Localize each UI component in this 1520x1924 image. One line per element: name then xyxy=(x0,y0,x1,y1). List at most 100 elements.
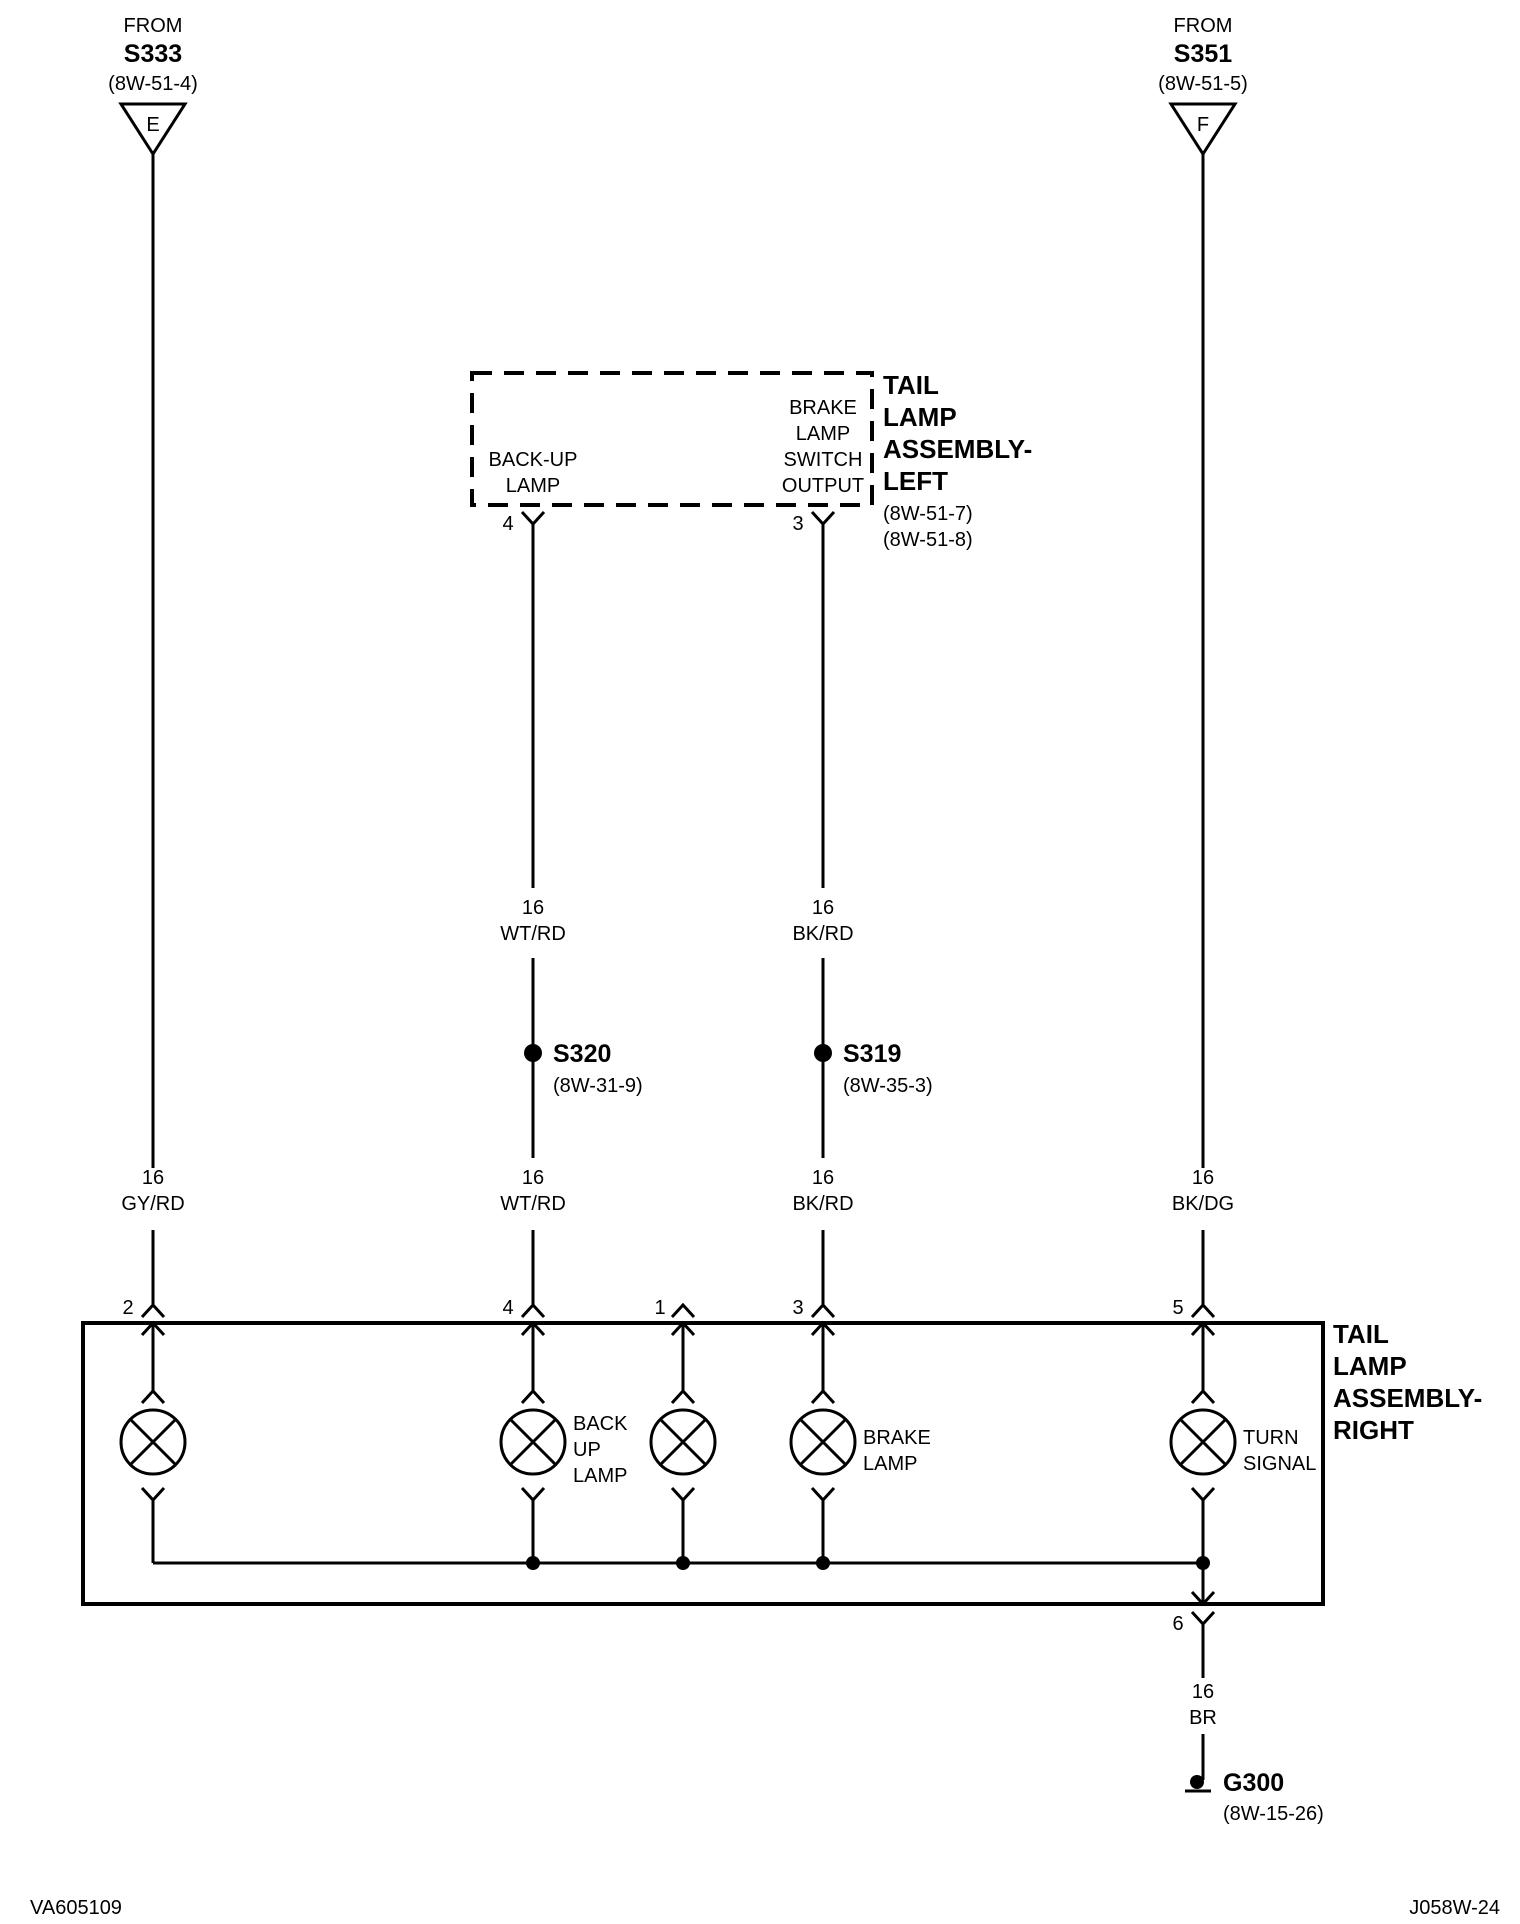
lamp3-top-terminal xyxy=(670,1388,696,1405)
terminal-pin-6-inner xyxy=(1190,1590,1216,1607)
left-assembly-title-line1: TAIL xyxy=(883,370,939,400)
right-pin-4: 4 xyxy=(502,1297,513,1319)
splice-name-s320: S320 xyxy=(553,1040,611,1068)
lower-wire-labels: 16 GY/RD 16 WT/RD 16 BK/RD 16 BK/DG xyxy=(121,1167,1234,1215)
left-assembly-title-line3: ASSEMBLY- xyxy=(883,434,1032,464)
ground-junction-4 xyxy=(1196,1556,1210,1570)
splice-s320: S320 (8W-31-9) xyxy=(524,1040,643,1097)
ref-s351: (8W-51-5) xyxy=(1158,73,1248,95)
lamp-pin1-bulb-icon xyxy=(649,1408,717,1476)
brake-switch-label-line2: LAMP xyxy=(796,423,850,445)
backup-lamp-label-line1: BACK-UP xyxy=(489,449,578,471)
upper-wire-labels: 16 WT/RD 16 BK/RD xyxy=(500,897,853,945)
left-assembly-title-line4: LEFT xyxy=(883,466,948,496)
right-pin-3: 3 xyxy=(792,1297,803,1319)
lamp1-top-terminal xyxy=(140,1388,166,1405)
ground-wire-gauge: 16 xyxy=(1192,1681,1214,1703)
brake-switch-label-line1: BRAKE xyxy=(789,397,857,419)
splice-label-s333: S333 xyxy=(124,40,182,68)
left-assembly-ref2: (8W-51-8) xyxy=(883,529,973,551)
lower-wire-color-wt-rd: WT/RD xyxy=(500,1193,566,1215)
ground-junction-3 xyxy=(816,1556,830,1570)
right-pin-2: 2 xyxy=(122,1297,133,1319)
brake-switch-label-line3: SWITCH xyxy=(784,449,863,471)
terminal-pin-6-outer xyxy=(1190,1610,1216,1627)
backup-lamp-label-line2: LAMP xyxy=(506,475,560,497)
left-pin-3: 3 xyxy=(792,513,803,535)
left-pin-4: 4 xyxy=(502,513,513,535)
left-assembly-ref1: (8W-51-7) xyxy=(883,503,973,525)
ground-junction-1 xyxy=(526,1556,540,1570)
terminal-pin-3-outer xyxy=(810,1302,836,1319)
lower-wire-gauge-bk-dg: 16 xyxy=(1192,1167,1214,1189)
connector-triangle-e xyxy=(118,102,188,157)
splice-ref-s319: (8W-35-3) xyxy=(843,1075,933,1097)
right-assembly-title-line1: TAIL xyxy=(1333,1319,1389,1349)
lamp5-top-terminal xyxy=(1190,1388,1216,1405)
from-label-s333: FROM xyxy=(124,15,183,37)
footer-left-code: VA605109 xyxy=(30,1897,122,1919)
splice-label-s351: S351 xyxy=(1174,40,1232,68)
ground-wire-color: BR xyxy=(1189,1707,1217,1729)
source-s351: FROM S351 (8W-51-5) F xyxy=(1158,15,1248,157)
ref-s333: (8W-51-4) xyxy=(108,73,198,95)
footer-right-code: J058W-24 xyxy=(1409,1897,1500,1919)
terminal-pin-1-outer xyxy=(670,1302,696,1319)
lower-wire-color-gy-rd: GY/RD xyxy=(121,1193,184,1215)
tail-lamp-assembly-right: TAIL LAMP ASSEMBLY- RIGHT 2 4 1 3 5 xyxy=(81,1297,1482,1635)
brake-lamp-bulb-icon xyxy=(789,1408,857,1476)
lamp-pin2-bulb-icon xyxy=(119,1408,187,1476)
tail-lamp-assembly-left: BACK-UP LAMP BRAKE LAMP SWITCH OUTPUT TA… xyxy=(470,370,1032,551)
lamp3-bottom-terminal xyxy=(670,1486,696,1503)
lower-wire-gauge-gy-rd: 16 xyxy=(142,1167,164,1189)
brake-lamp-label-line2: LAMP xyxy=(863,1453,917,1475)
ground-ref-g300: (8W-15-26) xyxy=(1223,1803,1324,1825)
from-label-s351: FROM xyxy=(1174,15,1233,37)
connector-letter-f: F xyxy=(1197,114,1209,136)
backup-lamp-label-line3: LAMP xyxy=(573,1465,627,1487)
backup-lamp-bulb-icon xyxy=(499,1408,567,1476)
right-assembly-title-line3: ASSEMBLY- xyxy=(1333,1383,1482,1413)
lamp1-bottom-terminal xyxy=(140,1486,166,1503)
splice-dot-s319 xyxy=(814,1044,832,1062)
lower-wire-gauge-bk-rd: 16 xyxy=(812,1167,834,1189)
splice-dot-s320 xyxy=(524,1044,542,1062)
backup-lamp-label-line1: BACK xyxy=(573,1413,628,1435)
terminal-pin-4-outer xyxy=(520,1302,546,1319)
right-assembly-title-line2: LAMP xyxy=(1333,1351,1407,1381)
source-s333: FROM S333 (8W-51-4) E xyxy=(108,15,198,157)
ground-name-g300: G300 xyxy=(1223,1769,1284,1797)
connector-letter-e: E xyxy=(146,114,159,136)
upper-wire-color-wt-rd: WT/RD xyxy=(500,923,566,945)
left-assembly-title-line2: LAMP xyxy=(883,402,957,432)
terminal-pin-2-outer xyxy=(140,1302,166,1319)
right-assembly-title-line4: RIGHT xyxy=(1333,1415,1414,1445)
right-pin-5: 5 xyxy=(1172,1297,1183,1319)
connector-triangle-f xyxy=(1168,102,1238,157)
splice-name-s319: S319 xyxy=(843,1040,901,1068)
lamp4-bottom-terminal xyxy=(810,1486,836,1503)
upper-wire-color-bk-rd: BK/RD xyxy=(792,923,853,945)
right-assembly-box xyxy=(81,1321,1325,1606)
ground-symbol-icon xyxy=(1185,1775,1211,1793)
lamp2-bottom-terminal xyxy=(520,1486,546,1503)
lamp2-top-terminal xyxy=(520,1388,546,1405)
upper-wire-gauge-wt-rd: 16 xyxy=(522,897,544,919)
lower-wire-color-bk-dg: BK/DG xyxy=(1172,1193,1234,1215)
lower-wire-color-bk-rd: BK/RD xyxy=(792,1193,853,1215)
turn-signal-label-line2: SIGNAL xyxy=(1243,1453,1316,1475)
lower-wire-gauge-wt-rd: 16 xyxy=(522,1167,544,1189)
left-pin-3-terminal xyxy=(810,510,836,527)
ground-junction-2 xyxy=(676,1556,690,1570)
right-pin-1: 1 xyxy=(654,1297,665,1319)
brake-switch-label-line4: OUTPUT xyxy=(782,475,864,497)
splice-s319: S319 (8W-35-3) xyxy=(814,1040,933,1097)
terminal-pin-5-outer xyxy=(1190,1302,1216,1319)
splice-ref-s320: (8W-31-9) xyxy=(553,1075,643,1097)
backup-lamp-label-line2: UP xyxy=(573,1439,601,1461)
turn-signal-bulb-icon xyxy=(1169,1408,1237,1476)
wires xyxy=(151,154,1205,1304)
left-assembly-dashed-box xyxy=(470,371,874,507)
lamp5-bottom-terminal xyxy=(1190,1486,1216,1503)
